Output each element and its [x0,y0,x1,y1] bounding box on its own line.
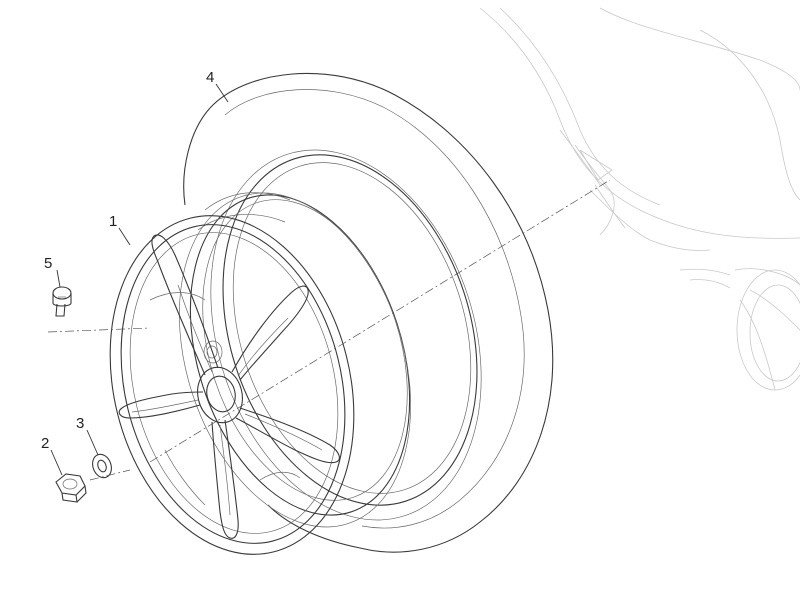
valve [52,286,72,317]
tyre [183,72,554,553]
callout-3: 3 [76,415,84,432]
rim-barrel [178,192,412,528]
scooter-body-ghost [479,7,800,391]
callout-1: 1 [109,213,117,230]
washer [92,453,112,479]
callout-4: 4 [206,69,214,86]
rim [109,215,355,555]
nut [55,473,87,503]
callout-5: 5 [44,255,52,272]
callout-2: 2 [41,435,49,452]
assembly-axis [47,179,611,481]
leader-lines [50,83,229,476]
